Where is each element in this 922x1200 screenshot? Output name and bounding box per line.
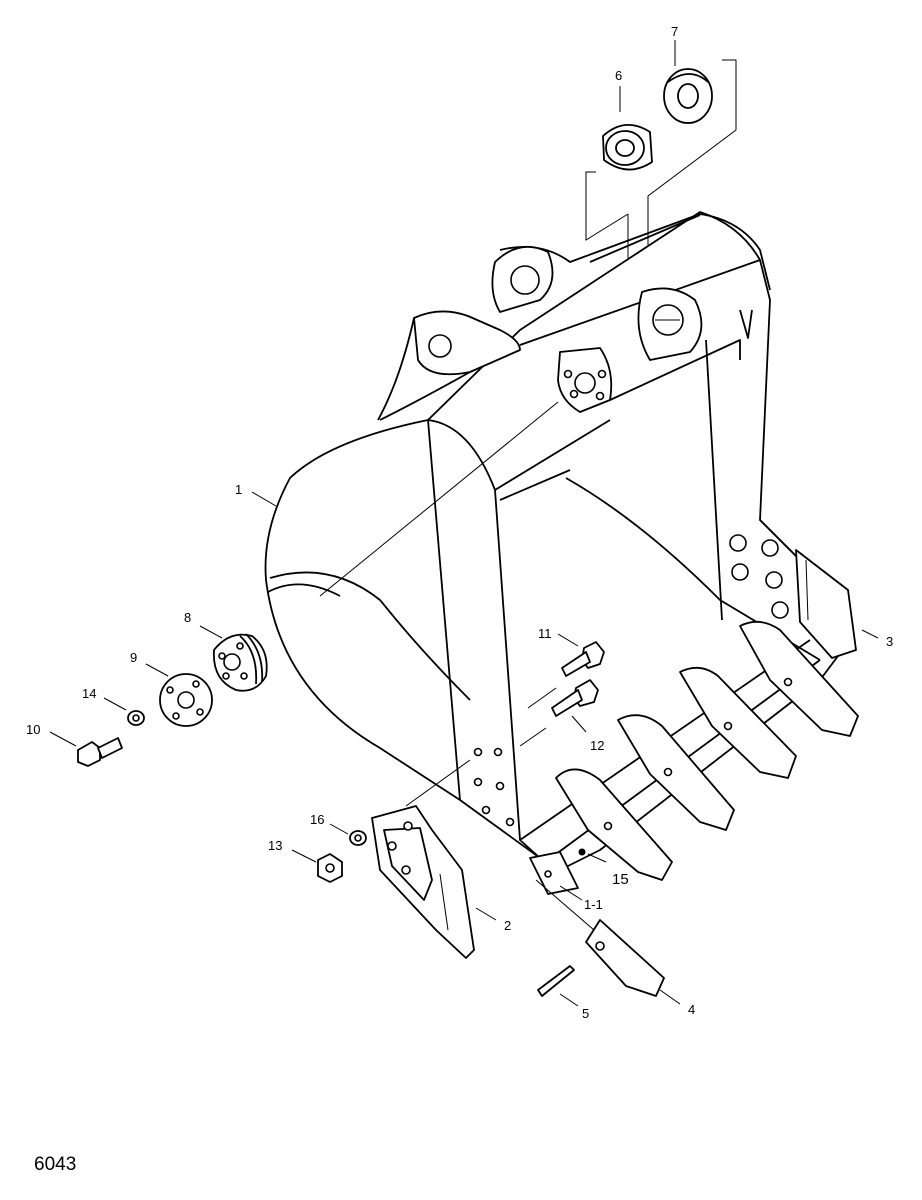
callout-10: 10 bbox=[26, 722, 40, 737]
bushing-7 bbox=[663, 68, 713, 124]
callout-6: 6 bbox=[615, 68, 622, 83]
bolt-10 bbox=[77, 737, 123, 767]
washer-16 bbox=[349, 830, 367, 846]
callout-12: 12 bbox=[590, 738, 604, 753]
callout-7: 7 bbox=[671, 24, 678, 39]
nut-15 bbox=[578, 848, 586, 856]
callout-1-1: 1-1 bbox=[584, 897, 603, 912]
callout-11: 11 bbox=[538, 626, 552, 641]
callout-4: 4 bbox=[688, 1002, 695, 1017]
drawing-number: 6043 bbox=[34, 1154, 77, 1175]
nut-13 bbox=[317, 853, 343, 883]
callout-2: 2 bbox=[504, 918, 511, 933]
bucket-teeth bbox=[555, 620, 859, 881]
washer-14 bbox=[127, 710, 145, 726]
side-cutter-2 bbox=[371, 805, 475, 959]
shim-8 bbox=[213, 633, 268, 692]
callout-14: 14 bbox=[82, 686, 96, 701]
callout-1: 1 bbox=[235, 482, 242, 497]
callout-3: 3 bbox=[886, 634, 893, 649]
pin-5 bbox=[537, 965, 575, 997]
tooth-4 bbox=[585, 919, 665, 997]
bucket-body bbox=[264, 211, 857, 895]
bushing-6 bbox=[602, 124, 653, 171]
callout-15: 15 bbox=[612, 871, 629, 888]
callout-8: 8 bbox=[184, 610, 191, 625]
callout-9: 9 bbox=[130, 650, 137, 665]
callout-13: 13 bbox=[268, 838, 282, 853]
callout-5: 5 bbox=[582, 1006, 589, 1021]
bolt-11 bbox=[561, 641, 605, 677]
plate-9 bbox=[159, 673, 213, 727]
bolt-12 bbox=[551, 679, 599, 717]
callout-16: 16 bbox=[310, 812, 324, 827]
